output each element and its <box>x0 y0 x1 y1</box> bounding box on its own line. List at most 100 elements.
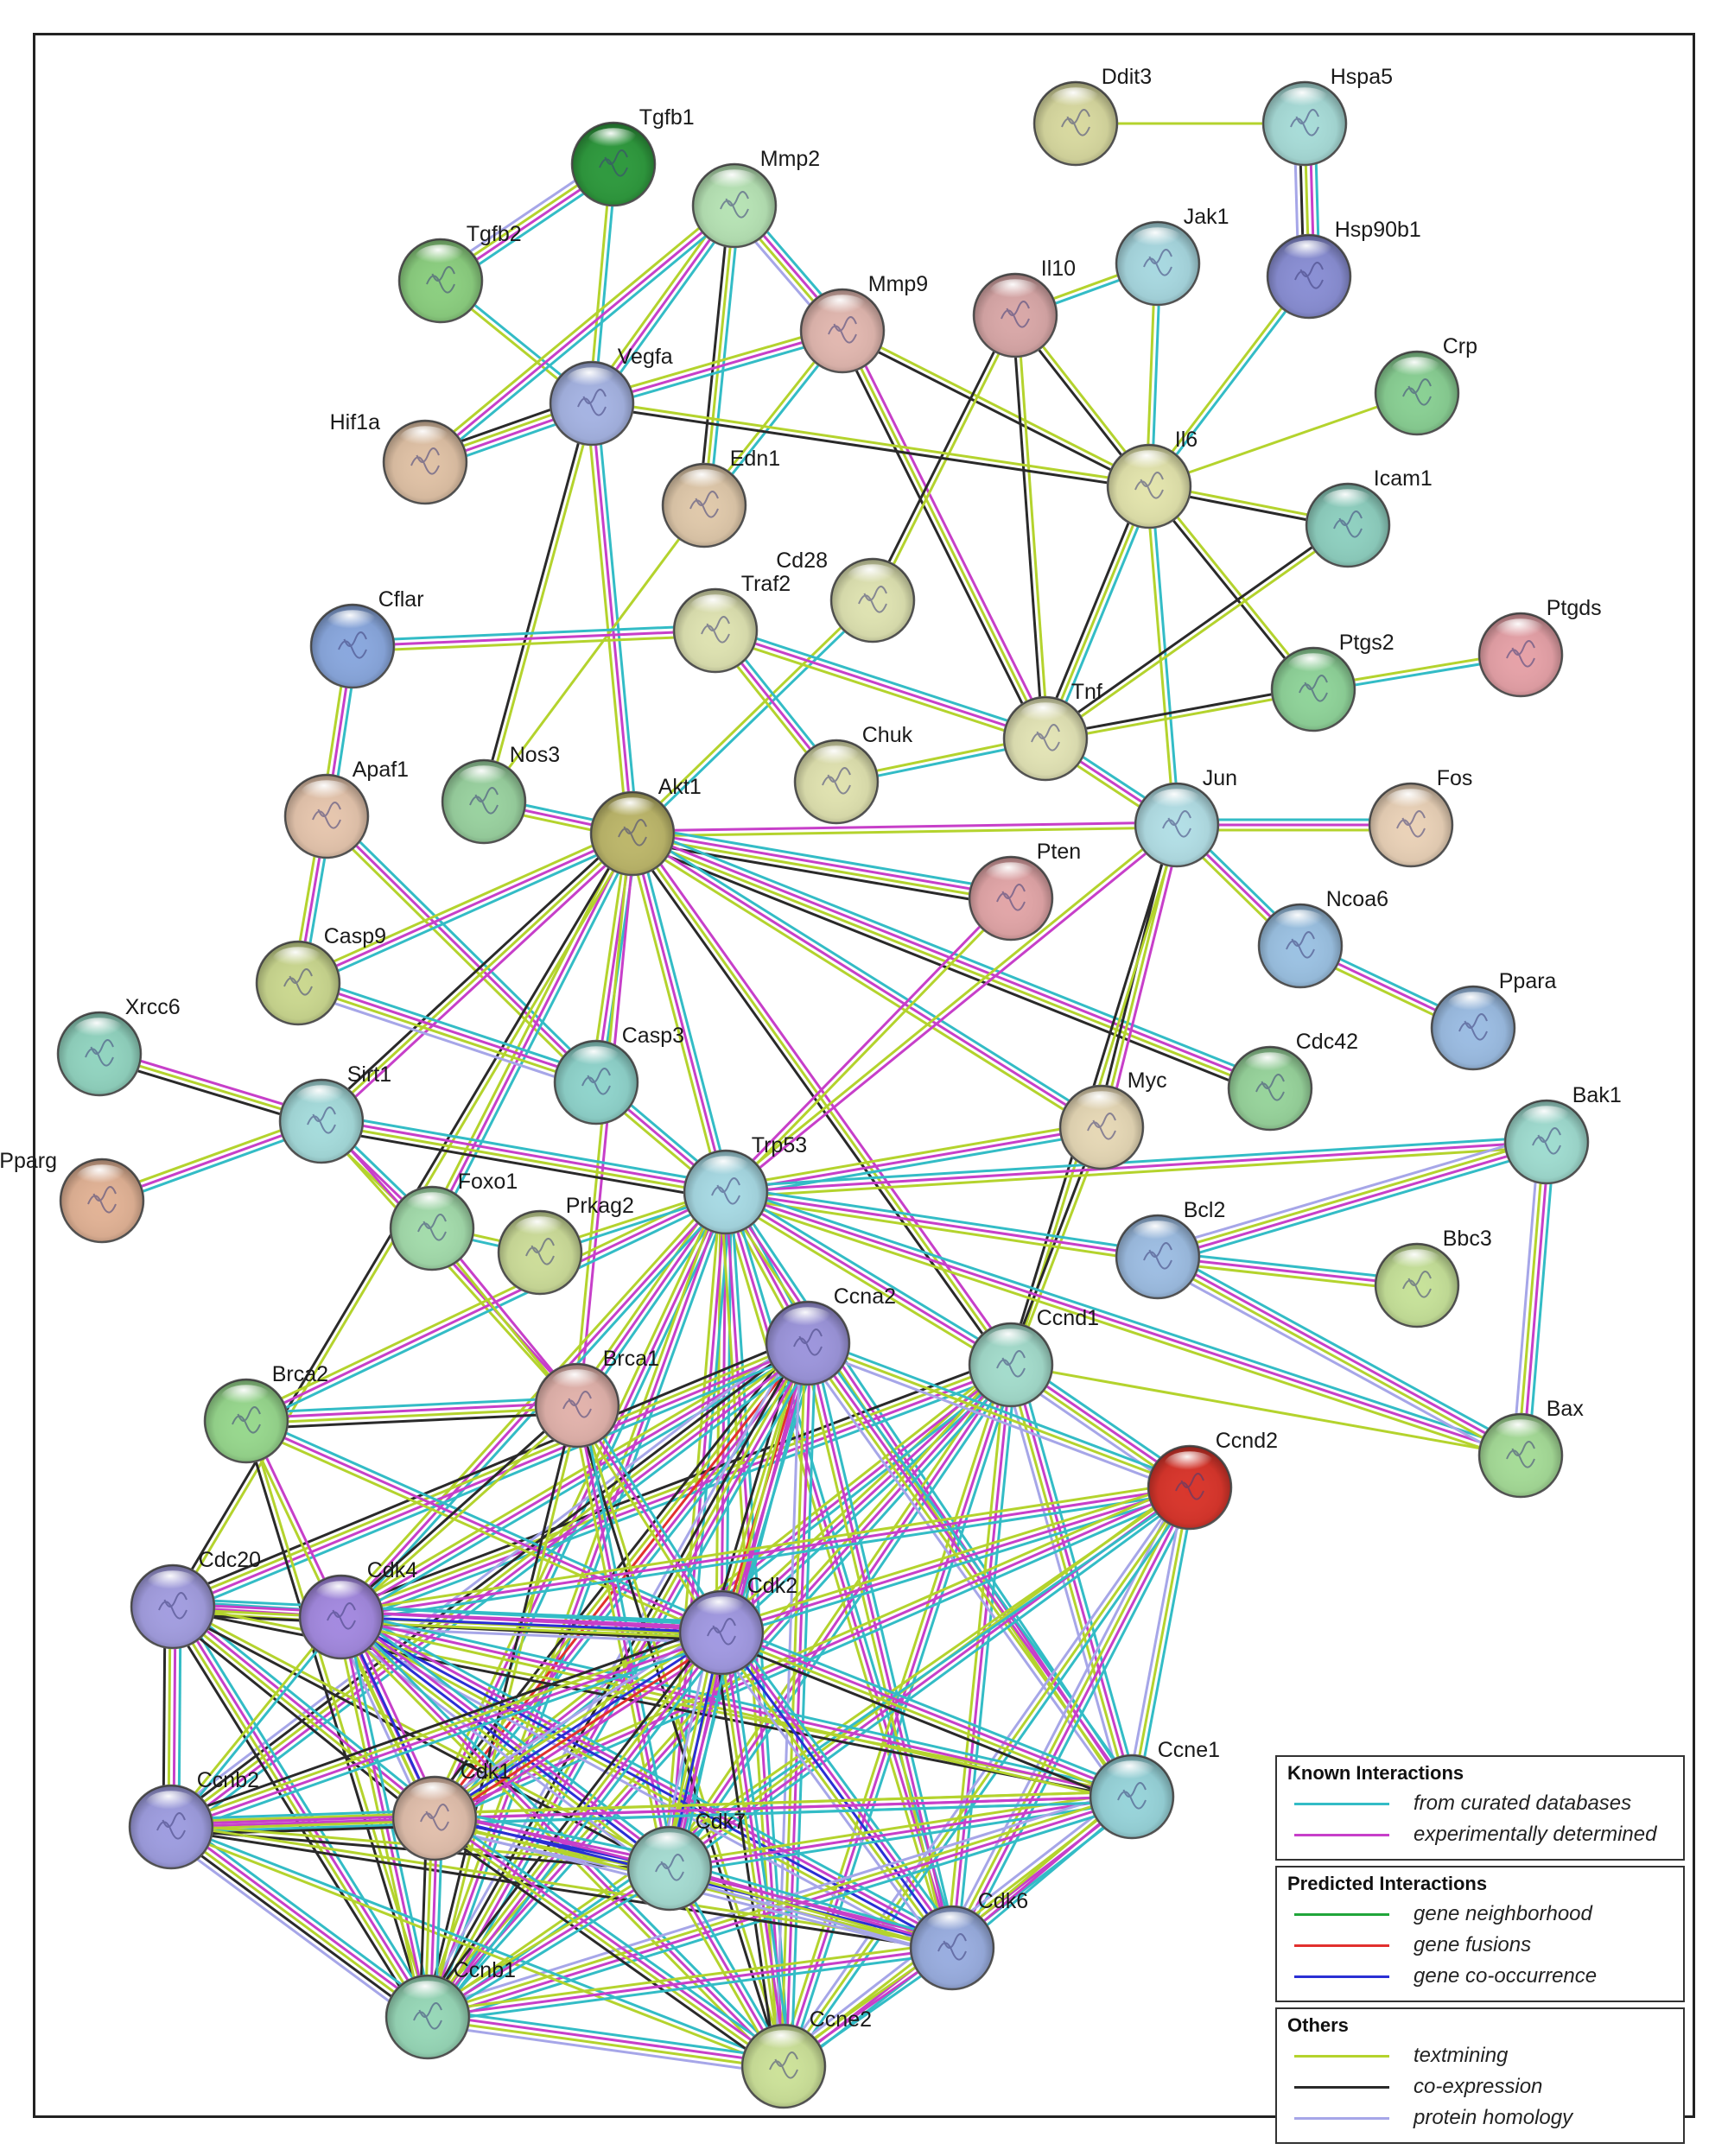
node-xrcc6[interactable]: Xrcc6 <box>56 995 181 1097</box>
node-ppara[interactable]: Ppara <box>1430 969 1557 1071</box>
node-highlight <box>1495 1419 1547 1446</box>
node-mmp9[interactable]: Mmp9 <box>799 272 928 374</box>
node-il6[interactable]: Il6 <box>1106 428 1198 529</box>
node-casp3[interactable]: Casp3 <box>553 1024 684 1126</box>
node-ccne1[interactable]: Ccne1 <box>1089 1738 1220 1840</box>
node-tgfb1[interactable]: Tgfb1 <box>570 105 695 207</box>
node-ccnb2[interactable]: Ccnb2 <box>128 1768 259 1870</box>
edge-line-database <box>300 974 600 1076</box>
edge-line-textmining <box>426 830 629 1227</box>
node-bcl2[interactable]: Bcl2 <box>1115 1198 1225 1300</box>
edge-ccna2-ccnd2 <box>805 1336 1192 1494</box>
node-label: Crp <box>1443 334 1477 358</box>
node-cdk7[interactable]: Cdk7 <box>626 1810 746 1912</box>
node-ccnd1[interactable]: Ccnd1 <box>968 1306 1099 1408</box>
node-hspa5[interactable]: Hspa5 <box>1261 65 1393 167</box>
node-ccne2[interactable]: Ccne2 <box>740 2007 872 2109</box>
edge-line-textmining <box>482 504 706 802</box>
node-bak1[interactable]: Bak1 <box>1503 1083 1622 1185</box>
node-bbc3[interactable]: Bbc3 <box>1374 1227 1492 1328</box>
node-cflar[interactable]: Cflar <box>309 587 424 689</box>
edge-line-database <box>429 2007 785 2060</box>
node-crp[interactable]: Crp <box>1374 334 1477 436</box>
edge-line-textmining <box>421 200 733 460</box>
edge-line-textmining <box>169 1628 721 1826</box>
node-cdc42[interactable]: Cdc42 <box>1227 1030 1358 1132</box>
node-edn1[interactable]: Edn1 <box>661 447 780 549</box>
node-brca2[interactable]: Brca2 <box>203 1362 328 1464</box>
node-traf2[interactable]: Traf2 <box>672 572 791 674</box>
node-cd28[interactable]: Cd28 <box>776 549 916 644</box>
node-chuk[interactable]: Chuk <box>793 723 913 825</box>
node-brca1[interactable]: Brca1 <box>534 1347 659 1449</box>
node-highlight <box>551 1369 603 1396</box>
node-jun[interactable]: Jun <box>1134 766 1237 868</box>
node-apaf1[interactable]: Apaf1 <box>283 758 409 859</box>
node-foxo1[interactable]: Foxo1 <box>389 1170 518 1271</box>
node-fos[interactable]: Fos <box>1368 766 1472 868</box>
edge-il6-jun <box>1145 485 1181 826</box>
node-mmp2[interactable]: Mmp2 <box>691 147 820 249</box>
edge-line-database <box>1160 1248 1526 1450</box>
node-ptgs2[interactable]: Ptgs2 <box>1270 631 1394 732</box>
node-tnf[interactable]: Tnf <box>1002 680 1102 782</box>
edge-line-database <box>1159 1148 1549 1266</box>
edge-line-database <box>1017 1362 1141 1795</box>
node-cdk1[interactable]: Cdk1 <box>391 1760 511 1861</box>
node-cdk4[interactable]: Cdk4 <box>298 1558 417 1660</box>
edge-line-textmining <box>777 1362 1007 2065</box>
node-cdk6[interactable]: Cdk6 <box>909 1889 1028 1991</box>
legend-label: from curated databases <box>1414 1791 1632 1815</box>
node-hif1a[interactable]: Hif1a <box>330 410 468 505</box>
node-akt1[interactable]: Akt1 <box>589 775 702 877</box>
node-jak1[interactable]: Jak1 <box>1115 205 1229 307</box>
edge-ccnd1-cdk4 <box>338 1356 1014 1626</box>
node-pten[interactable]: Pten <box>968 840 1081 942</box>
node-tgfb2[interactable]: Tgfb2 <box>397 222 522 324</box>
node-sirt1[interactable]: Sirt1 <box>278 1062 391 1164</box>
legend-swatch-cooccurrence <box>1294 1975 1389 1978</box>
node-casp9[interactable]: Casp9 <box>255 924 386 1026</box>
edge-line-database <box>726 1185 1159 1253</box>
edge-line-experimental <box>631 833 727 1193</box>
node-ddit3[interactable]: Ddit3 <box>1032 65 1152 167</box>
edge-line-textmining <box>296 984 596 1087</box>
node-prkag2[interactable]: Prkag2 <box>497 1194 634 1296</box>
edge-akt1-pten <box>631 824 1013 908</box>
node-label: Bak1 <box>1572 1083 1622 1107</box>
node-vegfa[interactable]: Vegfa <box>549 345 673 447</box>
edge-line-experimental <box>725 1190 1522 1457</box>
node-cdc20[interactable]: Cdc20 <box>130 1548 261 1650</box>
edge-line-coexpression <box>591 404 1149 491</box>
edge-line-textmining <box>431 1481 1189 1815</box>
legend-row: experimentally determined <box>1287 1819 1673 1850</box>
edge-line-database <box>725 1135 1547 1189</box>
edge-line-experimental <box>726 826 1179 1195</box>
node-icam1[interactable]: Icam1 <box>1305 466 1433 568</box>
edge-line-experimental <box>668 1364 1013 1869</box>
edge-ccna2-ccne2 <box>774 1342 817 2067</box>
node-label: Cdk1 <box>461 1760 511 1784</box>
node-pparg[interactable]: Pparg <box>0 1149 145 1244</box>
node-nos3[interactable]: Nos3 <box>441 743 560 845</box>
node-highlight <box>847 564 899 591</box>
edge-line-experimental <box>950 1364 1013 1949</box>
node-label: Jun <box>1203 766 1237 790</box>
edge-line-database <box>341 1491 1191 1624</box>
node-bax[interactable]: Bax <box>1477 1397 1584 1499</box>
node-ccnd2[interactable]: Ccnd2 <box>1147 1429 1278 1531</box>
node-cdk2[interactable]: Cdk2 <box>678 1574 797 1676</box>
node-ccna2[interactable]: Ccna2 <box>765 1284 896 1386</box>
node-myc[interactable]: Myc <box>1058 1068 1167 1170</box>
node-ncoa6[interactable]: Ncoa6 <box>1257 887 1388 989</box>
node-ptgds[interactable]: Ptgds <box>1477 596 1602 698</box>
node-ccnb1[interactable]: Ccnb1 <box>384 1958 516 2060</box>
edge-line-database <box>580 1401 727 1631</box>
edge-line-textmining <box>782 1487 1191 2067</box>
node-il10[interactable]: Il10 <box>972 257 1076 358</box>
node-trp53[interactable]: Trp53 <box>683 1133 807 1235</box>
node-hsp90b1[interactable]: Hsp90b1 <box>1266 218 1421 320</box>
edge-line-database <box>178 1601 435 2014</box>
node-highlight <box>458 765 510 792</box>
